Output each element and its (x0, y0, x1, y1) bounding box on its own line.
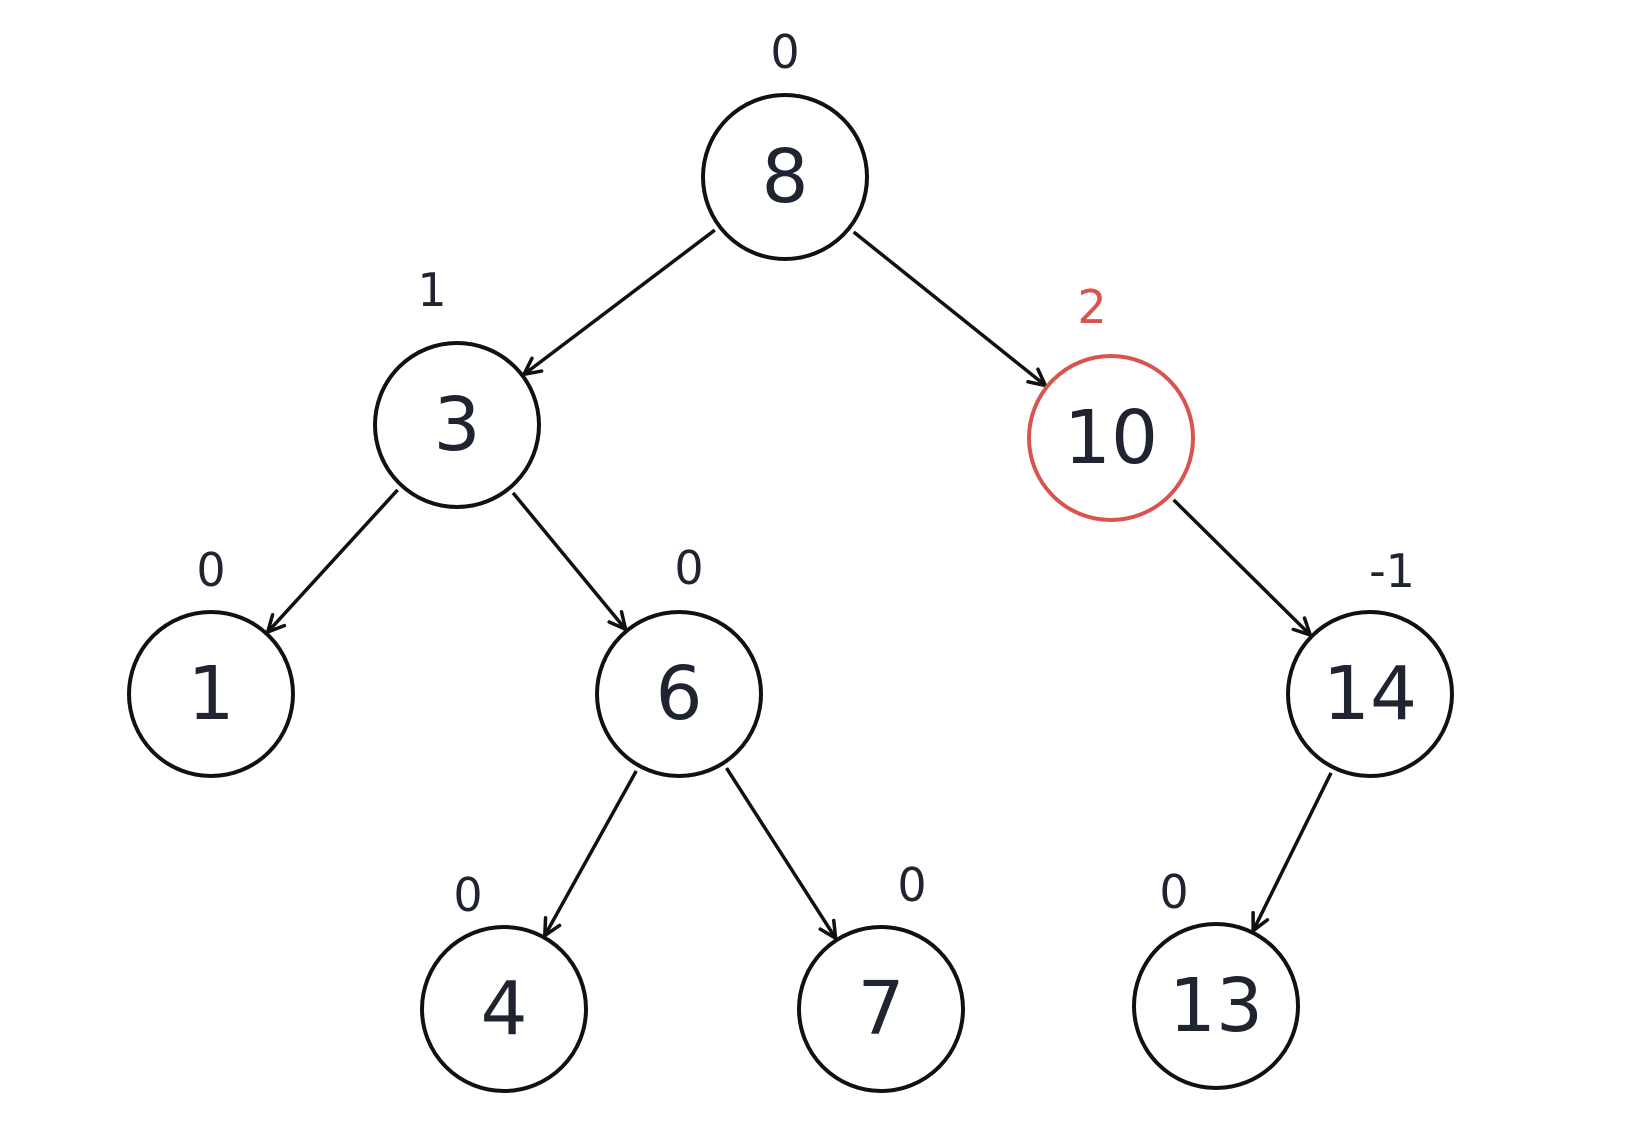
tree-node-4: 40 (420, 868, 588, 1093)
balance-factor-label: 0 (770, 25, 799, 79)
balance-factor-label: 0 (196, 543, 225, 597)
edge-arrow-n14-to-n13 (1251, 772, 1333, 933)
tree-node-13: 13 0 (1132, 865, 1300, 1090)
tree-node-1: 10 (127, 543, 295, 778)
node-value: 10 (1064, 395, 1158, 481)
node-circle (701, 93, 869, 261)
node-circle (420, 925, 588, 1093)
node-value: 1 (187, 651, 234, 737)
edge-arrow-n10-to-n14 (1172, 498, 1313, 637)
balance-factor-label: 0 (1159, 865, 1188, 919)
edge-arrow-n6-to-n7 (725, 767, 838, 941)
balance-factor-label: 0 (453, 868, 482, 922)
edge-arrow-n3-to-n6 (511, 491, 628, 631)
node-value: 3 (433, 382, 480, 468)
node-value: 6 (655, 651, 702, 737)
node-circle (127, 610, 295, 778)
edges-layer (265, 228, 1333, 941)
balance-factor-label: 2 (1077, 280, 1106, 334)
node-circle (595, 610, 763, 778)
node-value: 8 (761, 134, 808, 220)
node-value: 14 (1323, 651, 1417, 737)
edge-arrow-n8-to-n3 (522, 228, 716, 377)
edge-arrow-n3-to-n1 (265, 488, 399, 634)
node-value: 7 (857, 966, 904, 1052)
tree-node-6: 60 (595, 541, 763, 778)
tree-node-8: 80 (701, 25, 869, 261)
balance-factor-label: 0 (674, 541, 703, 595)
tree-node-10: 10 2 (1027, 280, 1195, 522)
balance-factor-label: -1 (1369, 544, 1415, 598)
node-value: 4 (480, 966, 527, 1052)
tree-node-3: 31 (373, 263, 541, 509)
tree-node-7: 70 (797, 858, 965, 1093)
edge-arrow-n6-to-n4 (543, 770, 638, 938)
node-circle (1027, 354, 1195, 522)
balance-factor-label: 0 (897, 858, 926, 912)
node-value: 13 (1169, 963, 1263, 1049)
node-circle (797, 925, 965, 1093)
node-circle (1132, 922, 1300, 1090)
node-circle (1286, 610, 1454, 778)
node-circle (373, 341, 541, 509)
edge-arrow-n8-to-n10 (852, 230, 1048, 388)
balance-factor-label: 1 (417, 263, 446, 317)
tree-node-14: 14 -1 (1286, 544, 1454, 778)
